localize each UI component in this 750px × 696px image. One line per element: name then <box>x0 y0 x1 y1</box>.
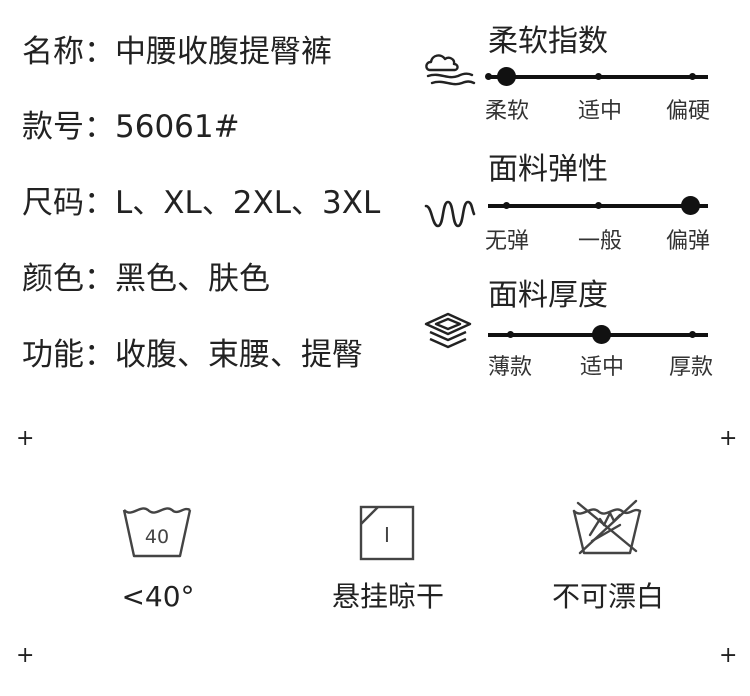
corner-mark: + <box>719 426 738 451</box>
spec-value: 收腹、束腰、提臀 <box>115 337 363 373</box>
spec-key: 名称： <box>22 34 115 70</box>
scale-indicator <box>681 196 700 215</box>
scale-tick <box>503 202 510 209</box>
spec-size: 尺码：L、XL、2XL、3XL <box>22 183 380 223</box>
scale-indicator <box>497 67 516 86</box>
wash-temp-text: 40 <box>145 526 169 548</box>
scale-track <box>485 67 708 86</box>
spec-name: 名称：中腰收腹提臀裤 <box>22 32 332 72</box>
scale-tick <box>689 331 696 338</box>
corner-mark: + <box>719 643 738 668</box>
corner-mark: + <box>16 643 35 668</box>
scale-tick <box>595 202 602 209</box>
spec-value: L、XL、2XL、3XL <box>115 185 381 221</box>
spec-value: 黑色、肤色 <box>115 261 270 297</box>
spec-value: 中腰收腹提臀裤 <box>115 34 332 70</box>
scale-title: 柔软指数 <box>488 24 608 59</box>
spec-value: 56061# <box>115 109 240 145</box>
scale-label: 偏硬 <box>666 99 711 124</box>
spec-color: 颜色：黑色、肤色 <box>22 259 270 299</box>
care-label: <40° <box>121 580 195 613</box>
no-bleach-icon <box>572 499 642 555</box>
scale-label: 柔软 <box>485 99 530 124</box>
scale-indicator <box>592 325 611 344</box>
scale-label: 无弹 <box>485 229 530 254</box>
spec-key: 款号： <box>22 109 115 145</box>
scale-title: 面料厚度 <box>488 278 608 313</box>
scale-label: 适中 <box>578 99 623 124</box>
elasticity-icon <box>424 200 476 228</box>
scale-label: 厚款 <box>669 355 714 380</box>
hang-dry-icon: I <box>359 505 415 561</box>
scale-track <box>488 325 708 344</box>
spec-key: 尺码： <box>22 185 115 221</box>
spec-function: 功能：收腹、束腰、提臀 <box>22 335 363 375</box>
scale-tick <box>485 73 492 80</box>
scale-label: 偏弹 <box>666 229 711 254</box>
spec-key: 颜色： <box>22 261 115 297</box>
spec-style-number: 款号：56061# <box>22 107 240 147</box>
thickness-icon <box>424 312 472 349</box>
care-label: 悬挂晾干 <box>331 580 444 613</box>
corner-mark: + <box>16 426 35 451</box>
scale-title: 面料弹性 <box>488 152 608 187</box>
scale-label: 薄款 <box>488 355 533 380</box>
scale-tick <box>689 73 696 80</box>
wash-40-icon: 40 <box>122 507 192 558</box>
scale-tick <box>595 73 602 80</box>
care-label: 不可漂白 <box>551 580 664 613</box>
scale-tick <box>507 331 514 338</box>
spec-key: 功能： <box>22 337 115 373</box>
scale-label: 一般 <box>578 229 623 254</box>
scale-track <box>488 196 708 215</box>
hang-dry-mark: I <box>384 523 390 547</box>
softness-icon <box>425 54 476 86</box>
scale-label: 适中 <box>580 355 625 380</box>
